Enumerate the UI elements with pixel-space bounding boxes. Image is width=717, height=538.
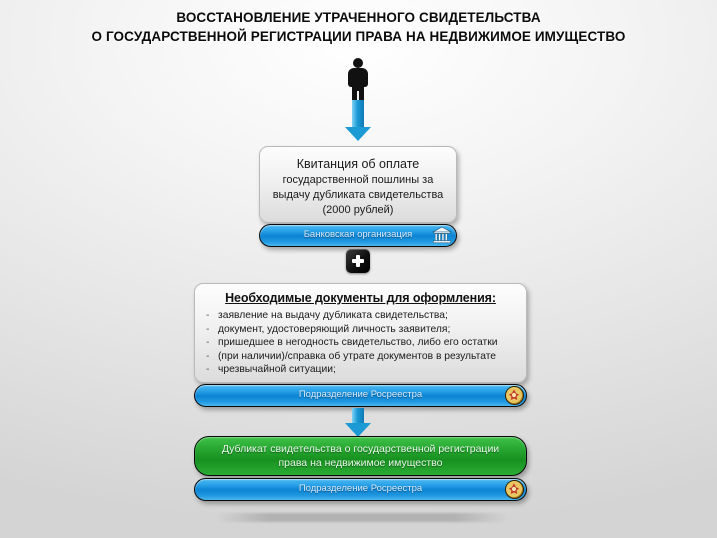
bank-building-icon [431,226,453,244]
arrow-shaft [352,408,364,424]
list-item-continuation: (при наличии)/справка об утрате документ… [205,350,516,364]
rosreestr-division-label-1: Подразделение Росреестра [298,389,423,400]
person-icon [340,58,376,106]
list-item: заявление на выдачу дубликата свидетельс… [205,309,516,323]
result-line-2: права на недвижимое имущество [278,457,443,469]
list-item: пришедшее в негодность свидетельство, ли… [205,336,516,350]
person-head-shape [353,58,363,68]
title-line-2: О ГОСУДАРСТВЕННОЙ РЕГИСТРАЦИИ ПРАВА НА Н… [91,29,626,44]
list-item: документ, удостоверяющий личность заявит… [205,323,516,337]
bank-organization-label: Банковская организация [303,229,413,240]
arrow-shaft [352,100,364,128]
receipt-line-3: выдачу дубликата свидетельства [272,189,444,201]
rosreestr-emblem-icon [505,386,524,405]
arrow-head [345,423,371,437]
rosreestr-division-label-2: Подразделение Росреестра [298,483,423,494]
required-documents-card: Необходимые документы для оформления: за… [194,283,527,383]
receipt-line-1: Квитанция об оплате [296,157,420,171]
receipt-card: Квитанция об оплате государственной пошл… [259,146,457,223]
bank-organization-bar: Банковская организация [259,224,457,247]
title-line-1: ВОССТАНОВЛЕНИЕ УТРАЧЕННОГО СВИДЕТЕЛЬСТВА [176,10,541,25]
required-documents-list: заявление на выдачу дубликата свидетельс… [205,309,516,377]
rosreestr-division-bar-2: Подразделение Росреестра [194,478,527,501]
result-line-1: Дубликат свидетельства о государственной… [221,443,500,455]
receipt-line-2: государственной пошлины за [282,174,434,186]
receipt-line-4: (2000 рублей) [322,204,394,216]
rosreestr-division-bar-1: Подразделение Росреестра [194,384,527,407]
list-item-continuation: чрезвычайной ситуации; [205,363,516,377]
plus-icon [346,249,370,273]
result-duplicate-certificate-box: Дубликат свидетельства о государственной… [194,436,527,476]
person-body-shape [348,68,368,87]
arrow-head [345,127,371,141]
down-arrow-icon-1 [345,100,371,142]
page-title: ВОССТАНОВЛЕНИЕ УТРАЧЕННОГО СВИДЕТЕЛЬСТВА… [0,8,717,46]
result-text-wrapper: Дубликат свидетельства о государственной… [222,442,499,470]
required-documents-heading: Необходимые документы для оформления: [225,291,496,305]
down-arrow-icon-2 [345,408,371,438]
bottom-shadow-decoration [216,513,508,522]
rosreestr-emblem-icon [505,480,524,499]
